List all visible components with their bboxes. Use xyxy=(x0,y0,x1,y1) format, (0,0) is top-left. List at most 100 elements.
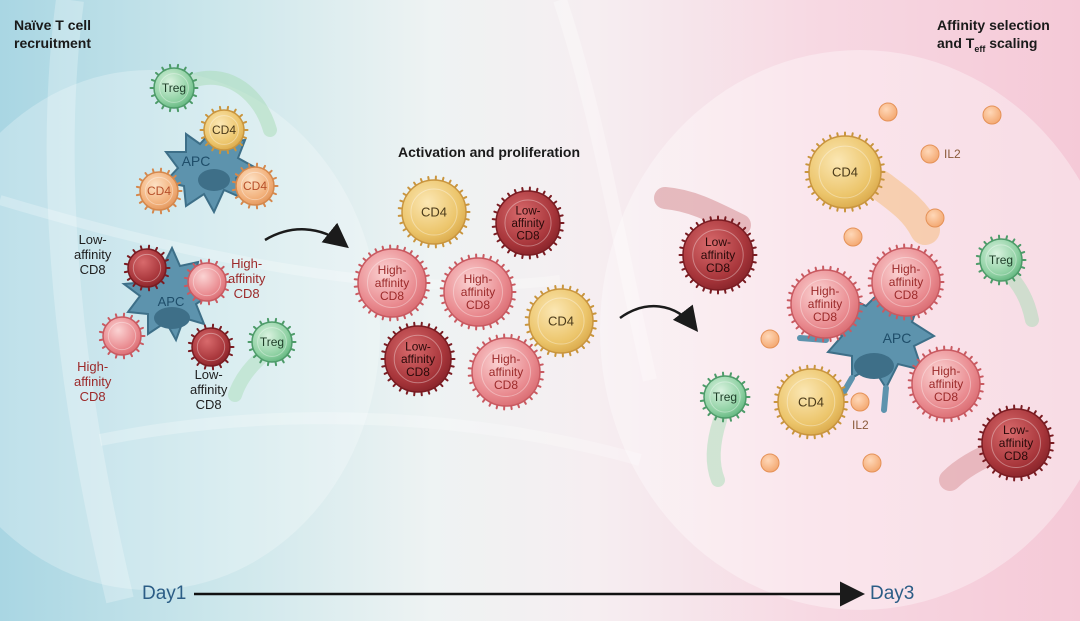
il2-cytokine xyxy=(843,227,863,247)
high-affinity-cd8-side-label: High- affinity CD8 xyxy=(228,256,265,301)
low-affinity-cd8-side-label: Low- affinity CD8 xyxy=(74,232,111,277)
label-line: affinity xyxy=(74,247,112,262)
cell-label: CD4 xyxy=(548,314,574,329)
cell-label: affinity xyxy=(999,436,1033,450)
label-line: affinity xyxy=(74,374,112,389)
cd4-cell: CD4 xyxy=(231,162,279,210)
cell-label: Low- xyxy=(705,235,731,249)
progression-arrow-2 xyxy=(619,304,699,332)
cell-label: CD4 xyxy=(832,165,858,180)
cell-label: Treg xyxy=(713,390,737,404)
il2-cytokine xyxy=(920,144,940,164)
lymph-node-left xyxy=(0,70,380,590)
cell-label: High- xyxy=(378,263,407,277)
heading-left-line2: recruitment xyxy=(14,35,92,51)
cell-label: CD8 xyxy=(706,261,730,275)
cell-label: Low- xyxy=(516,206,541,218)
high-affinity-cd8-cell xyxy=(183,258,231,306)
treg-trail xyxy=(706,413,727,487)
cd4-cell: CD4 xyxy=(397,175,471,249)
cell-label: CD4 xyxy=(421,205,447,220)
apc-label: APC xyxy=(182,153,211,169)
label-line: CD8 xyxy=(195,397,222,412)
label-line: High- xyxy=(231,256,263,271)
il2-cytokine xyxy=(925,208,945,228)
heading-right-pre: and T xyxy=(937,35,975,51)
cell-label: CD8 xyxy=(516,230,539,242)
cell-label: CD8 xyxy=(380,289,404,303)
cell-label: Low- xyxy=(405,339,431,353)
cell-label: High- xyxy=(892,262,921,276)
cell-label: CD8 xyxy=(494,378,518,392)
progression-arrow-1 xyxy=(264,222,349,249)
cell-label: affinity xyxy=(401,352,435,366)
treg-cell: Treg xyxy=(149,63,199,113)
heading-middle: Activation and proliferation xyxy=(398,144,581,160)
cd4-cell: CD4 xyxy=(773,364,849,440)
cell-label: CD8 xyxy=(406,365,430,379)
vessel-bottom xyxy=(98,412,642,466)
heading-right-sub: eff xyxy=(974,43,986,54)
il2-cytokine xyxy=(862,453,882,473)
cell-label: CD8 xyxy=(813,310,837,324)
cd4-cell: CD4 xyxy=(135,167,183,215)
cell-label: CD4 xyxy=(212,123,236,137)
label-line: CD8 xyxy=(233,286,260,301)
cell-label: affinity xyxy=(489,365,523,379)
il2-cytokine xyxy=(760,329,780,349)
cell-label: affinity xyxy=(511,218,544,230)
low-affinity-cd8-cell xyxy=(123,244,171,292)
cell-label: CD4 xyxy=(243,179,267,193)
treg-cell: Treg xyxy=(975,234,1027,286)
cell-label: affinity xyxy=(929,377,963,391)
cd4-cell: CD4 xyxy=(199,105,249,155)
il2-cytokine xyxy=(982,105,1002,125)
label-line: CD8 xyxy=(79,389,106,404)
cell-label: High- xyxy=(464,272,493,286)
cell-label: affinity xyxy=(701,248,735,262)
heading-right: Affinity selection and Teff scaling xyxy=(937,16,1050,58)
cell-label: CD8 xyxy=(1004,449,1028,463)
cell-label: Treg xyxy=(162,81,186,95)
il2-label: IL2 xyxy=(944,147,961,161)
heading-left: Naïve T cell recruitment xyxy=(14,16,91,52)
il2-label: IL2 xyxy=(852,418,869,432)
label-line: Low- xyxy=(78,232,107,247)
il2-cytokine xyxy=(850,392,870,412)
label-line: CD8 xyxy=(79,262,106,277)
high-affinity-cd8-side-label: High- affinity CD8 xyxy=(74,359,111,404)
cd4-cell: CD4 xyxy=(524,284,598,358)
cell-label: CD8 xyxy=(934,390,958,404)
cell-label: Treg xyxy=(260,335,284,349)
cell-label: CD8 xyxy=(466,298,490,312)
heading-right-line2: and Teff scaling xyxy=(937,34,1050,58)
vessel-left xyxy=(46,0,134,604)
cell-label: affinity xyxy=(375,276,409,290)
apc-label: APC xyxy=(883,330,912,346)
timeline-end-label: Day3 xyxy=(870,583,915,604)
cell-label: High- xyxy=(492,352,521,366)
cell-label: High- xyxy=(932,364,961,378)
cell-label: Treg xyxy=(989,253,1013,267)
label-line: Low- xyxy=(194,367,223,382)
cell-label: CD8 xyxy=(894,288,918,302)
low-affinity-cd8-side-label: Low- affinity CD8 xyxy=(190,367,227,412)
treg-cell: Treg xyxy=(699,371,751,423)
treg-trail xyxy=(188,70,277,137)
cell-label: CD4 xyxy=(147,184,171,198)
cell-label: affinity xyxy=(808,297,842,311)
cd4-cell: CD4 xyxy=(804,131,886,213)
cell-label: Low- xyxy=(1003,423,1029,437)
label-line: affinity xyxy=(228,271,266,286)
